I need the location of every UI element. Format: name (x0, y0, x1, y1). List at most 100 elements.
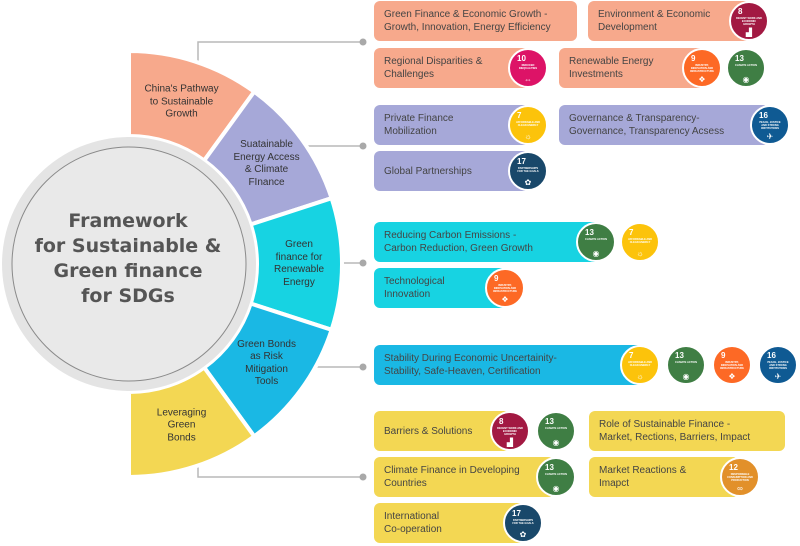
segment-label: Leveraging Green Bonds (156, 406, 207, 443)
segment-label: Suatainable Energy Access & Climate FIna… (233, 139, 300, 188)
sdg-9-badge: 9Industry, innovation and infrastructure… (485, 268, 525, 308)
sdg-13-badge: 13Climate action◉ (536, 457, 576, 497)
sdg-number: 12 (729, 463, 738, 472)
connector-dot (359, 363, 367, 371)
sdg-label: Industry, innovation and infrastructure (690, 64, 714, 73)
sdg-number: 9 (691, 54, 696, 63)
topic-box-label: Private Finance Mobilization (384, 113, 454, 137)
sdg-13-badge: 13Climate action ◉ (726, 48, 766, 88)
connector-line (197, 41, 363, 62)
wheel-segments (127, 48, 344, 480)
topic-box: Governance & Transparency- Governance, T… (559, 105, 769, 145)
growth-chart-icon: ▟ (506, 438, 514, 447)
topic-box: Technological Innovation (374, 268, 506, 308)
center-title: Framework for Sustainable & Green financ… (17, 209, 239, 309)
topic-box: Role of Sustainable Finance - Market, Re… (589, 411, 785, 451)
flower-rings-icon: ✿ (519, 530, 527, 539)
sdg-number: 13 (735, 54, 744, 63)
center-title-line: Green finance (53, 260, 203, 282)
sdg-label: Peace, justice and strong institutions (759, 121, 781, 130)
sdg-number: 7 (517, 111, 522, 120)
topic-box-label: Market Reactions & Imapct (599, 465, 687, 489)
connector-dot (359, 473, 367, 481)
dove-icon: ✈ (766, 132, 774, 141)
sdg-number: 17 (512, 509, 521, 518)
sdg-label: Climate action (545, 427, 567, 430)
sdg-number: 8 (738, 7, 743, 16)
eye-globe-icon: ◉ (682, 372, 690, 381)
segment-label: Green finance for Renewable Energy (273, 239, 325, 288)
sdg-9-badge: 9Industry, innovation and infrastructure… (712, 345, 752, 385)
topic-box: Reducing Carbon Emissions - Carbon Reduc… (374, 222, 599, 262)
sdg-number: 13 (545, 417, 554, 426)
sdg-number: 13 (675, 351, 684, 360)
sdg-8-badge: 8Decent work and economic growth ▟ (490, 411, 530, 451)
sdg-label: Climate action (735, 64, 757, 67)
sdg-number: 16 (759, 111, 768, 120)
sdg-number: 7 (629, 351, 634, 360)
equality-arrows-icon: ⇔ (524, 75, 532, 84)
sdg-label: Affordable and clean energy (627, 238, 653, 244)
wheel-segment (201, 88, 335, 227)
sdg-label: Decent work and economic growth (497, 427, 523, 436)
flower-rings-icon: ✿ (524, 178, 532, 187)
center-title-line: Framework (68, 210, 188, 232)
eye-globe-icon: ◉ (552, 484, 560, 493)
connector-dot (359, 38, 367, 46)
connector-dot (359, 259, 367, 267)
dove-icon: ✈ (774, 372, 782, 381)
sun-icon: ☼ (524, 132, 532, 141)
sdg-number: 8 (499, 417, 504, 426)
topic-box: Global Partnerships (374, 151, 529, 191)
sdg-label: Industry, innovation and infrastructure (720, 361, 744, 370)
sdg-label: Decent work and economic growth (736, 17, 762, 26)
sdg-17-badge: 17Partnerships for the goals✿ (508, 151, 548, 191)
sdg-number: 17 (517, 157, 526, 166)
sdg-number: 10 (517, 54, 526, 63)
center-circle (11, 146, 247, 382)
cubes-icon: ❖ (728, 372, 736, 381)
sdg-12-badge: 12Responsible consumption and production… (720, 457, 760, 497)
sdg-label: Affordable and clean energy (515, 121, 541, 127)
eye-globe-icon: ◉ (552, 438, 560, 447)
sdg-number: 7 (629, 228, 634, 237)
sdg-10-badge: 10Reduced inequalities⇔ (508, 48, 548, 88)
connector-dot (359, 142, 367, 150)
sdg-13-badge: 13Climate action ◉ (536, 411, 576, 451)
sdg-13-badge: 13Climate action ◉ (666, 345, 706, 385)
eye-globe-icon: ◉ (742, 75, 750, 84)
sdg-number: 9 (494, 274, 499, 283)
wheel-segment (127, 364, 257, 480)
sdg-label: Climate action (675, 361, 697, 364)
sdg-label: Peace, justice and strong institutions (767, 361, 789, 370)
topic-box: Private Finance Mobilization (374, 105, 529, 145)
topic-box-label: Role of Sustainable Finance - Market, Re… (599, 419, 751, 443)
segment-label: China's Pathway to Sustainable Growth (144, 83, 219, 120)
topic-box-label: Renewable Energy Investments (569, 56, 654, 80)
sdg-label: Climate action (545, 473, 567, 476)
cubes-icon: ❖ (698, 75, 706, 84)
topic-box: International Co-operation (374, 503, 524, 543)
wheel-segment (248, 195, 344, 333)
wheel-segment (201, 301, 335, 440)
sdg-13-badge: 13Climate action◉ (576, 222, 616, 262)
sdg-number: 16 (767, 351, 776, 360)
sdg-17-badge: 17Partnerships for the goals✿ (503, 503, 543, 543)
sdg-7-badge: 7Affordable and clean energy☼ (620, 345, 660, 385)
topic-box-label: Green Finance & Economic Growth - Growth… (384, 9, 551, 33)
topic-box: Environment & Economic Development (588, 1, 750, 41)
sdg-number: 13 (585, 228, 594, 237)
topic-box: Green Finance & Economic Growth - Growth… (374, 1, 577, 41)
growth-chart-icon: ▟ (745, 28, 753, 37)
topic-box: Market Reactions & Imapct (589, 457, 739, 497)
sun-icon: ☼ (636, 372, 644, 381)
sdg-number: 9 (721, 351, 726, 360)
topic-box: Barriers & Solutions (374, 411, 510, 451)
eye-globe-icon: ◉ (592, 249, 600, 258)
topic-box: Regional Disparities & Challenges (374, 48, 529, 88)
topic-box-label: Environment & Economic Development (598, 9, 711, 33)
cubes-icon: ❖ (501, 295, 509, 304)
topic-box-label: Governance & Transparency- Governance, T… (569, 113, 725, 137)
sdg-7-badge: 7Affordable and clean energy ☼ (508, 105, 548, 145)
